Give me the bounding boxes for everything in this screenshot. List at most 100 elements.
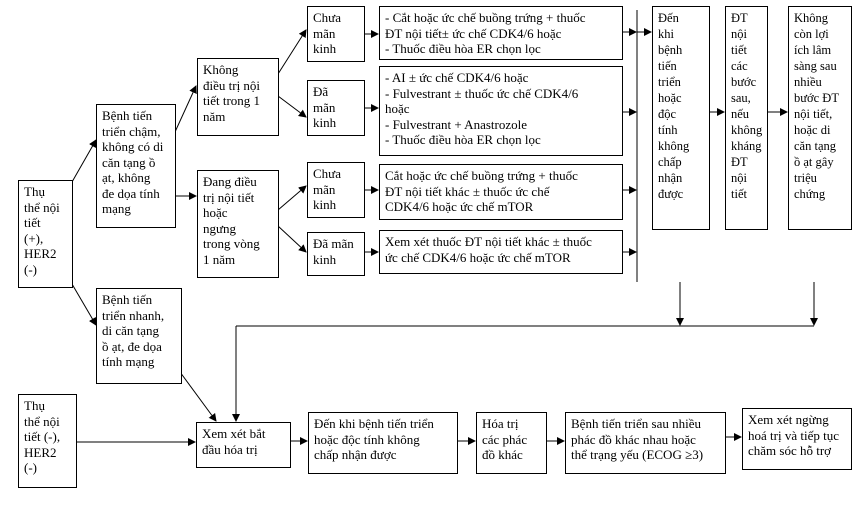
node-line: nội (731, 27, 747, 41)
node-line: Bệnh tiến triển sau nhiều (571, 416, 701, 431)
node-line: - Thuốc điều hòa ER chọn lọc (385, 41, 541, 56)
node-line: nội tiết, (794, 107, 833, 121)
node-line: chứng (794, 187, 826, 201)
node-line: CDK4/6 hoặc ức chế mTOR (385, 199, 534, 214)
node-line: căn tạng (794, 139, 836, 153)
node-line: triển nhanh, (102, 307, 165, 323)
arrow-rapid-to-chemo (179, 371, 217, 422)
node-line: hoặc (385, 101, 410, 116)
node-line: Bệnh tiến (102, 108, 153, 123)
node-line: mạng (102, 201, 131, 216)
arrow-hrpos-to-rapid (71, 283, 97, 326)
node-line: kinh (313, 251, 337, 267)
node-line: - AI ± ức chế CDK4/6 hoặc (385, 70, 529, 85)
node-line: đồ khác (482, 447, 523, 462)
node-line: hoặc (658, 91, 682, 105)
node-line: - Fulvestrant ± thuốc ức chế CDK4/6 (385, 85, 579, 101)
node-line: tiết (731, 43, 747, 57)
node-line: - Cắt hoặc ức chế buồng trứng + thuốc (385, 10, 586, 25)
node-line: ồ ạt gây (794, 155, 834, 169)
node-line: Xem xét ngừng (748, 412, 829, 427)
node-line: Không (203, 62, 239, 77)
node-line: nếu (731, 107, 750, 121)
node-line: (-) (24, 460, 37, 475)
node-line: năm (203, 108, 226, 124)
node-line: thể trạng yếu (ECOG ≥3) (571, 447, 704, 462)
node-line: không có di (102, 139, 164, 154)
arrow-hrpos-to-slow (71, 139, 97, 183)
node-line: kinh (313, 197, 337, 212)
node-line: mãn (313, 25, 336, 41)
node-line: hoặc di (794, 123, 831, 137)
node-line: ĐT nội tiết± ức chế CDK4/6 hoặc (385, 25, 562, 41)
arrow-onet-to-post2 (277, 225, 307, 253)
node-line: nhận (658, 171, 683, 185)
node-line: điều trị nội (203, 77, 261, 93)
node-line: kháng (731, 139, 762, 153)
node-line: Đến (658, 11, 679, 25)
arrow-noet-to-pre1 (277, 29, 307, 75)
node-line: ngưng (203, 220, 237, 236)
node-line: bước (731, 75, 757, 89)
node-line: ích lâm (794, 43, 832, 57)
node-line: chấp nhận được (314, 447, 397, 462)
node-line: mãn (313, 181, 336, 197)
node-line: (-) (24, 261, 37, 277)
node-line: (+), (24, 230, 44, 246)
node-line: Đến khi bệnh tiến triển (314, 416, 434, 431)
node-line: không (731, 123, 763, 137)
node-line: chấp (658, 155, 682, 169)
node-line: Cắt hoặc ức chế buồng trứng + thuốc (385, 168, 578, 183)
node-line: Đã (313, 84, 329, 99)
node-treatment-post-1: - AI ± ức chế CDK4/6 hoặc- Fulvestrant ±… (379, 66, 623, 156)
node-line: Đã mãn (313, 236, 354, 251)
node-line: Xem xét bắt (202, 426, 266, 441)
node-line: HER2 (24, 444, 57, 460)
node-line: các (731, 59, 748, 73)
node-line: độc (658, 107, 677, 121)
node-line: hoặc độc tính không (314, 431, 420, 447)
node-line: các phác (482, 431, 528, 447)
node-line: ĐT nội tiết khác ± thuốc ức chế (385, 183, 550, 199)
node-line: tiết (-), (24, 429, 61, 444)
node-line: nhiều (794, 75, 822, 89)
node-line: Không (794, 11, 829, 25)
node-line: hoá trị và tiếp tục (748, 427, 839, 443)
node-line: sau, (731, 91, 751, 105)
node-line: tính (658, 123, 678, 137)
node-line: tiết trong 1 (203, 93, 261, 108)
node-line: Bệnh tiến (102, 292, 153, 307)
node-line: đe dọa tính (102, 185, 160, 201)
node-line: triển chậm, (102, 123, 161, 139)
node-line: phác đồ khác nhau hoặc (571, 431, 696, 447)
node-line: triệu (794, 171, 817, 185)
arrow-slow-to-noet (174, 85, 197, 133)
node-line: tính mạng (102, 354, 155, 369)
node-line: bước ĐT (794, 91, 839, 105)
node-line: chăm sóc hỗ trợ (748, 443, 832, 458)
node-line: 1 năm (203, 251, 236, 267)
node-line: ức chế CDK4/6 hoặc ức chế mTOR (385, 249, 571, 265)
node-line: Chưa (313, 166, 341, 181)
node-line: ạt, không (102, 170, 151, 185)
node-line: bệnh (658, 43, 683, 57)
node-line: - Thuốc điều hòa ER chọn lọc (385, 132, 541, 147)
node-line: khi (658, 27, 674, 41)
node-line: ồ ạt, đe dọa (102, 338, 162, 354)
